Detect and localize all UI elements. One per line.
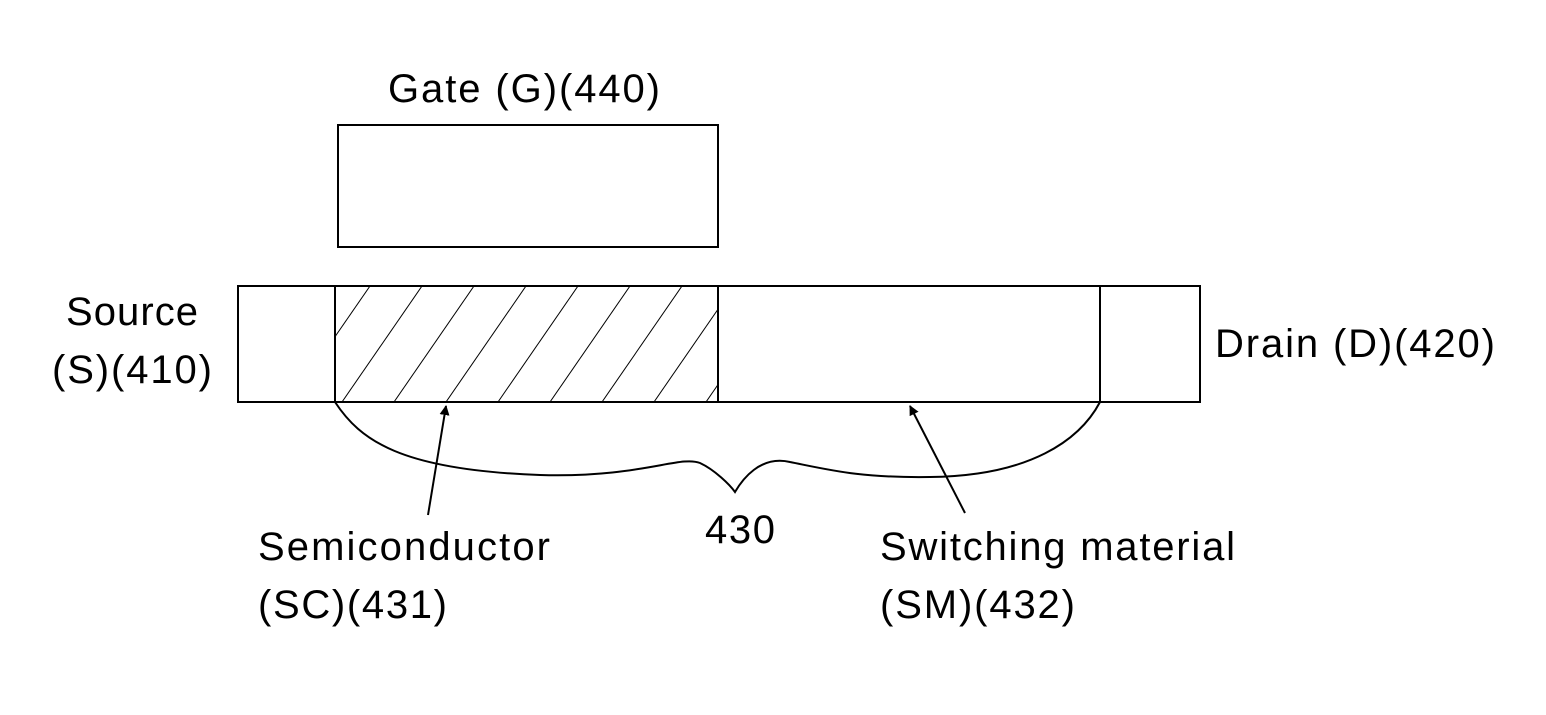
hatch-line	[498, 287, 578, 401]
semiconductor-hatching	[336, 286, 838, 402]
hatch-line	[550, 287, 630, 401]
hatch-line	[602, 287, 682, 401]
switching-material-arrow	[909, 405, 966, 514]
channel-label: 430	[705, 508, 775, 552]
switching-material-label-line1: Switching material	[880, 525, 1235, 569]
hatch-line	[342, 287, 422, 401]
gate-electrode	[337, 124, 719, 248]
source-label-line2: (S)(410)	[52, 348, 212, 392]
hatch-line	[446, 287, 526, 401]
source-label-line1: Source	[66, 290, 198, 334]
hatch-line	[758, 286, 838, 402]
channel-brace	[334, 401, 1101, 494]
semiconductor-label-line2: (SC)(431)	[258, 583, 447, 627]
hatch-line	[654, 308, 718, 401]
switching-material-label-line2: (SM)(432)	[880, 583, 1075, 627]
drain-label: Drain (D)(420)	[1215, 322, 1495, 366]
hatch-line	[394, 287, 474, 401]
semiconductor-arrow	[427, 405, 450, 516]
semiconductor-label-line1: Semiconductor	[258, 525, 550, 569]
hatch-line	[336, 287, 370, 337]
gate-label: Gate (G)(440)	[388, 67, 660, 111]
